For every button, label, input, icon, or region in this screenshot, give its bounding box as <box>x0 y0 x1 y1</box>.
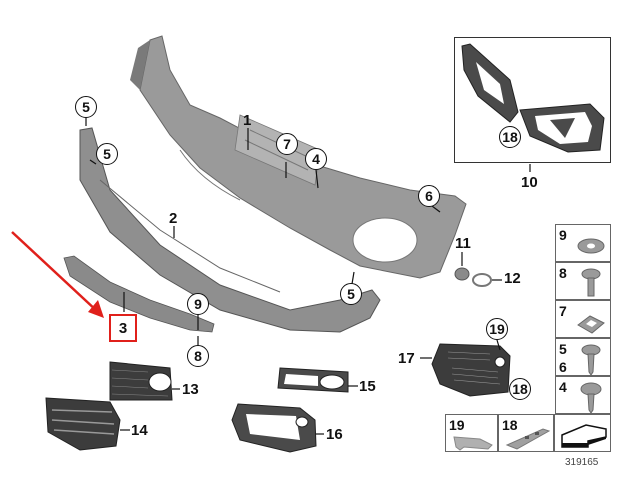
side-grille-part <box>431 343 511 397</box>
label-part-3-highlighted[interactable]: 3 <box>109 314 137 342</box>
label-part-6: 6 <box>418 185 440 207</box>
retainer-strip-icon <box>505 428 551 450</box>
bracket-strip-icon <box>453 436 493 451</box>
washer-icon <box>577 238 605 254</box>
legend-num-6: 6 <box>559 359 567 375</box>
label-part-1: 1 <box>243 112 252 129</box>
direction-arrow-icon <box>561 424 607 448</box>
label-part-17: 17 <box>398 350 415 367</box>
red-arrow-icon <box>11 231 104 318</box>
legend-cell-19: 19 <box>445 414 498 452</box>
legend-num-4: 4 <box>559 379 567 395</box>
inset-box-part-10 <box>454 37 611 163</box>
screw-with-clip-icon <box>581 268 601 297</box>
label-part-13: 13 <box>182 381 199 398</box>
label-part-4: 4 <box>305 148 327 170</box>
label-part-18: 18 <box>509 378 531 400</box>
legend-cell-9: 9 <box>555 224 611 262</box>
legend-num-18: 18 <box>502 417 518 433</box>
outer-grille-part <box>45 397 121 451</box>
label-part-2: 2 <box>169 210 178 227</box>
label-part-15: 15 <box>359 378 376 395</box>
sensor-ring-part <box>472 273 492 287</box>
label-part-16: 16 <box>326 426 343 443</box>
legend-cell-18: 18 <box>498 414 554 452</box>
square-nut-icon <box>577 315 605 334</box>
hex-bolt-icon <box>581 344 601 376</box>
legend-cell-arrow <box>554 414 611 452</box>
legend-cell-5-6: 5 6 <box>555 338 611 376</box>
label-part-11: 11 <box>455 235 471 252</box>
label-part-14: 14 <box>131 422 148 439</box>
label-part-9: 9 <box>187 293 209 315</box>
label-part-18-inset: 18 <box>499 126 521 148</box>
legend-num-8: 8 <box>559 265 567 281</box>
label-part-10: 10 <box>521 174 538 191</box>
fog-frame-part <box>277 367 349 393</box>
sensor-holder-part <box>454 267 470 281</box>
label-part-19: 19 <box>486 318 508 340</box>
label-part-8: 8 <box>187 345 209 367</box>
fog-grille-part <box>109 361 173 401</box>
lower-lip-part <box>79 127 381 333</box>
legend-cell-4: 4 <box>555 376 611 414</box>
bumper-cover-part <box>130 35 467 279</box>
fog-bracket-part <box>231 403 317 453</box>
label-part-5-middle: 5 <box>96 143 118 165</box>
hex-bolt-washer-icon <box>580 382 602 414</box>
legend-cell-7: 7 <box>555 300 611 338</box>
leader-lines <box>85 116 531 435</box>
legend-num-7: 7 <box>559 303 567 319</box>
diagram-id-number: 319165 <box>565 457 599 468</box>
legend-num-5: 5 <box>559 341 567 357</box>
bracket-set-part <box>461 43 605 153</box>
legend-num-19: 19 <box>449 417 465 433</box>
label-part-7: 7 <box>276 133 298 155</box>
legend-num-9: 9 <box>559 227 567 243</box>
legend-cell-8: 8 <box>555 262 611 300</box>
label-part-12: 12 <box>504 270 521 287</box>
label-part-5-top: 5 <box>75 96 97 118</box>
label-part-5-lower: 5 <box>340 283 362 305</box>
trim-strip-part <box>63 255 215 333</box>
